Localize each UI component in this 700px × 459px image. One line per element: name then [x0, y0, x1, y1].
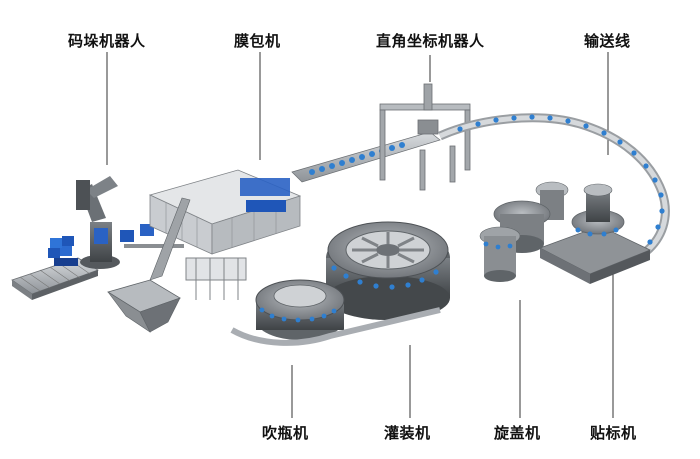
label-blow-molding: 吹瓶机 [262, 424, 309, 442]
filling-machine [326, 221, 450, 320]
loop-conveyor [438, 113, 670, 260]
label-filling: 灌装机 [384, 424, 431, 442]
robot-cell-packs [120, 224, 184, 248]
preform-rack [185, 257, 247, 300]
cartesian-robot [379, 83, 471, 191]
label-conveyor: 输送线 [584, 32, 631, 50]
capping-machine [479, 200, 551, 282]
leader-lines [106, 52, 614, 418]
blow-molding-machine [230, 279, 441, 346]
label-cartesian-robot: 直角坐标机器人 [376, 32, 485, 50]
labeling-machine [535, 181, 651, 284]
label-palletizing-robot: 码垛机器人 [68, 32, 146, 50]
pallet-conveyor [11, 257, 99, 300]
stacked-packs [48, 236, 78, 266]
label-labeling: 贴标机 [590, 424, 637, 442]
label-film-wrapper: 膜包机 [234, 32, 281, 50]
palletizing-robot [76, 176, 120, 269]
label-capping: 旋盖机 [494, 424, 541, 442]
upper-conveyor [291, 131, 441, 183]
preform-hopper [107, 197, 191, 333]
